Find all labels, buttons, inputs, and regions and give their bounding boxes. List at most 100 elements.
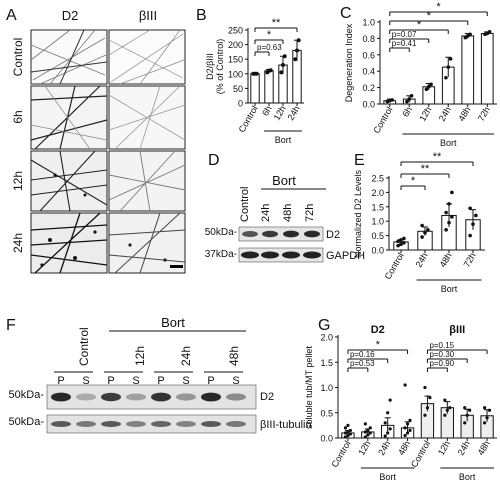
- g-sig-label-1-1: p=0.30: [429, 350, 454, 359]
- b-bar-1: [264, 70, 274, 104]
- e-point-2-2: [450, 215, 454, 219]
- b-ytick-label-2: 100: [228, 69, 243, 79]
- g-point-5-1: [445, 408, 449, 412]
- g-point-0-3: [343, 431, 348, 435]
- g-point-0-0: [343, 435, 348, 439]
- f-lane-label-2: P: [107, 375, 114, 387]
- micrograph-6h-b3: [108, 85, 186, 150]
- f-lane-label-0: P: [57, 375, 64, 387]
- b-ylabel: D2/βIII(% of Control): [205, 39, 225, 95]
- b-point-2-1: [281, 63, 285, 68]
- e-sig-label-0-2: *: [411, 175, 416, 187]
- g-point-6-3: [463, 406, 467, 410]
- f-band-tub-4: [151, 421, 171, 427]
- c-point-1-1: [407, 97, 412, 101]
- c-ytick-label-0: 0.0: [362, 100, 375, 110]
- f-band-d2-2: [101, 392, 121, 402]
- e-xtick-label-1: 24h: [414, 251, 430, 269]
- f-band-tub-5: [176, 421, 196, 427]
- e-point-0-2: [402, 241, 406, 245]
- f-band-tub-6: [201, 421, 221, 427]
- panel-d-header: Bort: [272, 173, 296, 188]
- g-point-7-2: [487, 408, 492, 412]
- f-band-d2-1: [76, 393, 96, 401]
- panel-f-group-2: 24h: [179, 346, 193, 366]
- e-point-2-3: [444, 210, 448, 215]
- f-band-tub-7: [226, 421, 246, 427]
- c-point-0-2: [390, 98, 394, 102]
- b-xtick-label-0: Control: [237, 104, 260, 134]
- g-point-3-4: [405, 422, 410, 426]
- f-band-d2-7: [226, 393, 246, 401]
- panel-a-micrographs: [30, 29, 186, 274]
- c-xtick-label-1: 6h: [400, 105, 414, 119]
- g-xtick-label-7: 48h: [476, 439, 492, 457]
- g-bracket-label-0: Bort: [379, 472, 396, 481]
- c-point-5-2: [487, 30, 492, 34]
- e-ytick-label-2: 1.0: [371, 217, 384, 227]
- g-ytick-label-0: 0.0: [320, 434, 333, 444]
- b-ytick-label-1: 50: [233, 84, 243, 94]
- f-band-tub-3: [126, 421, 146, 427]
- g-sig-label-1-2: p=0.90: [429, 359, 454, 368]
- g-point-1-4: [366, 428, 370, 433]
- panel-a-row-label-1: 6h: [11, 110, 25, 123]
- g-sig-label-0-1: p=0.16: [350, 350, 375, 359]
- g-xtick-label-2: 24h: [376, 439, 392, 457]
- g-ytick-label-1: 0.5: [320, 408, 333, 418]
- g-xtick-label-6: 24h: [456, 439, 472, 457]
- g-point-5-3: [443, 398, 447, 402]
- g-xtick-label-5: 12h: [436, 439, 452, 457]
- e-ytick-label-4: 2.0: [371, 188, 384, 198]
- micrograph-24h-b3: [108, 212, 186, 274]
- panel-d-kda-1: 37kDa-: [205, 249, 237, 260]
- scale-bar: [170, 265, 183, 268]
- f-band-d2-4: [151, 392, 171, 402]
- g-bracket-label-1: Bort: [459, 472, 476, 481]
- panel-d-kda-0: 50kDa-: [205, 227, 237, 238]
- f-band-tub-2: [101, 421, 121, 427]
- b-point-3-0: [293, 57, 298, 62]
- c-point-1-2: [409, 94, 414, 98]
- panel-a-col-label-d2: D2: [62, 8, 79, 23]
- panel-b-letter: B: [196, 7, 207, 24]
- e-ytick-label-0: 0.0: [371, 246, 384, 256]
- panel-a-row-label-3: 24h: [11, 233, 25, 253]
- e-point-1-0: [420, 235, 424, 239]
- panel-d-blot: Bort Control 24h 48h 72h 50kDa- D2 37kDa…: [205, 173, 365, 263]
- e-point-3-2: [474, 213, 478, 218]
- e-point-1-2: [426, 228, 430, 232]
- c-xtick-label-4: 48h: [456, 105, 472, 123]
- f-band-d2-6: [201, 392, 221, 402]
- f-lane-label-4: P: [157, 375, 164, 387]
- g-point-1-2: [368, 431, 372, 435]
- g-xtick-label-4: Control: [409, 439, 432, 469]
- b-point-0-2: [254, 71, 259, 76]
- g-point-6-0: [463, 421, 467, 425]
- panel-f-bands-d2: [51, 392, 246, 402]
- g-point-3-6: [403, 383, 407, 387]
- e-point-0-3: [396, 239, 400, 244]
- e-point-3-1: [471, 222, 475, 226]
- c-ytick-label-1: 0.2: [362, 83, 375, 93]
- b-ytick-label-4: 200: [228, 40, 243, 50]
- c-sig-label-0-2: *: [417, 19, 422, 31]
- micrograph-12h-d2: [30, 150, 108, 212]
- c-point-4-2: [468, 32, 472, 37]
- g-point-3-2: [408, 428, 412, 433]
- panel-d-lane-1: 24h: [260, 204, 272, 222]
- c-point-2-2: [429, 82, 433, 87]
- panel-f-group-3: 48h: [227, 346, 241, 366]
- b-xtick-label-3: 24h: [286, 104, 302, 122]
- g-point-1-0: [363, 435, 367, 439]
- g-point-0-5: [348, 428, 353, 433]
- g-point-4-2: [428, 396, 432, 400]
- f-lane-label-1: S: [82, 375, 89, 387]
- g-point-1-5: [368, 426, 372, 430]
- g-ylabel: soluble tub/MT pellet: [304, 346, 314, 429]
